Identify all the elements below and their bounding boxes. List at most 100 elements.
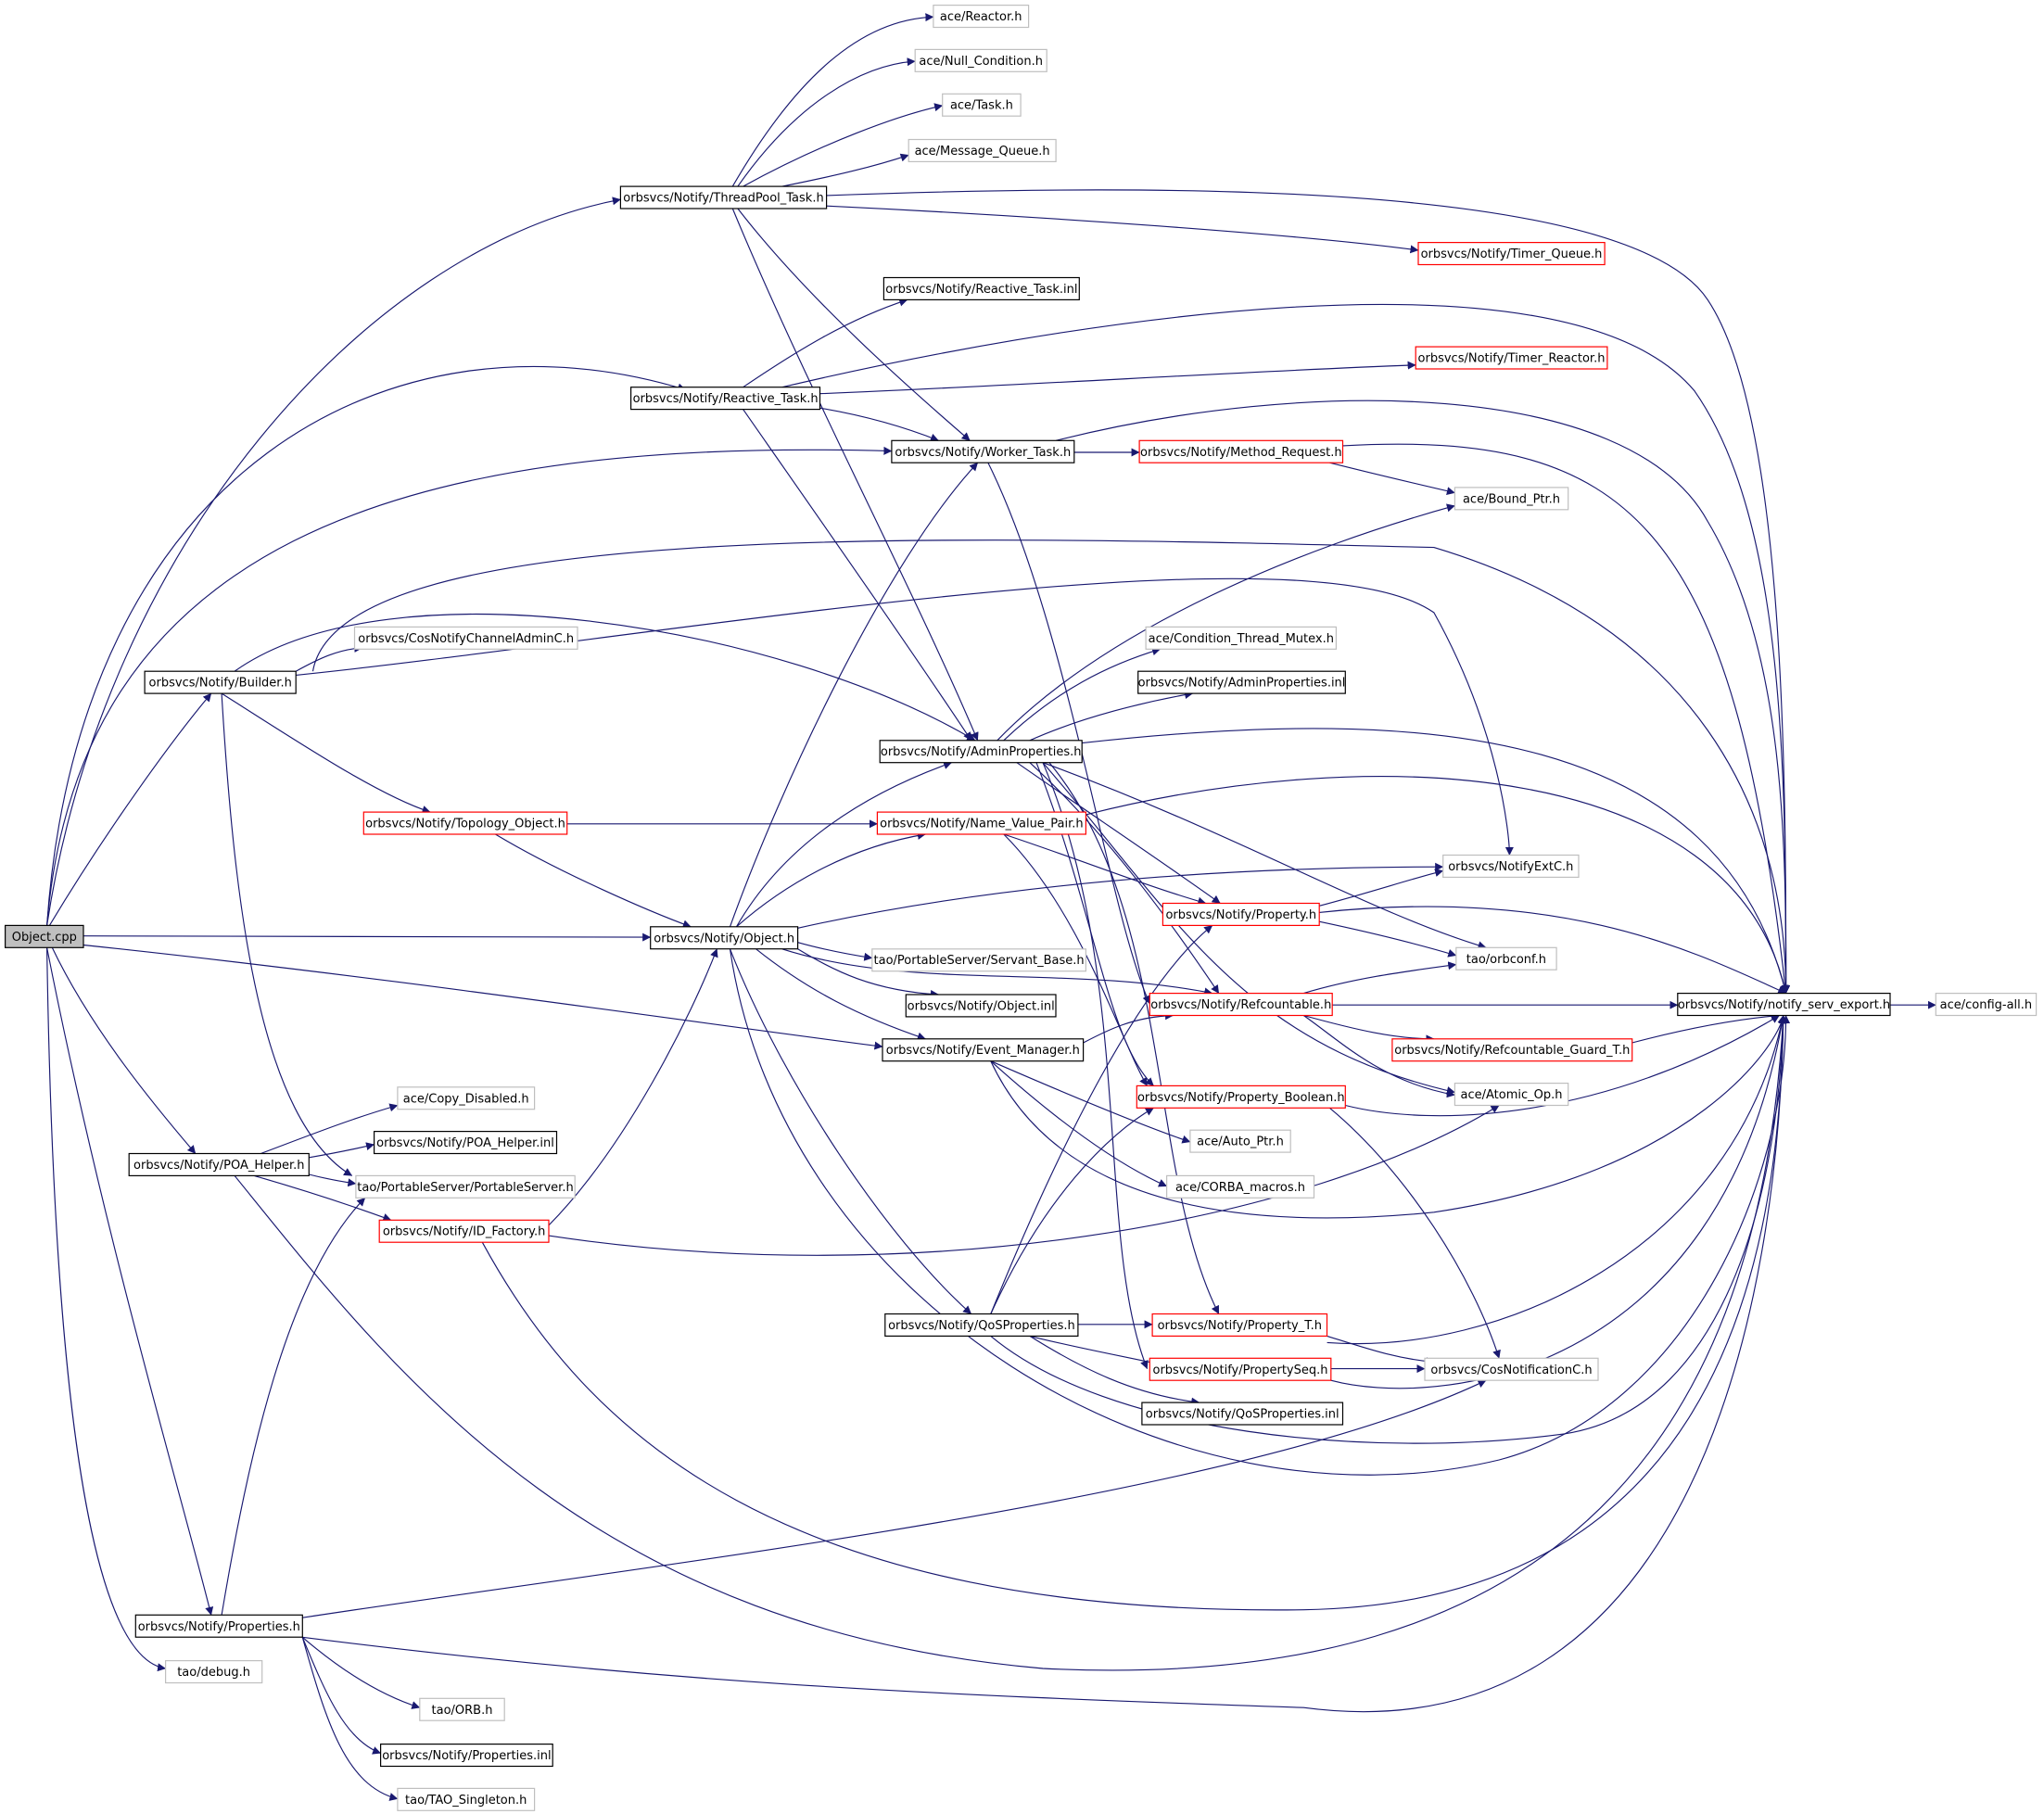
edge-builder_h-to-portableserver_h [221,693,353,1176]
node-box [908,138,1057,162]
edge-arrow [301,1637,382,1755]
edge-arrow [301,1636,421,1709]
node-poa-helper-h[interactable]: orbsvcs/Notify/POA_Helper.h [128,1152,310,1176]
edge-arrow [302,1379,1487,1618]
node-label: ace/Auto_Ptr.h [1197,1135,1284,1149]
node-refcountable-guard-t-h[interactable]: orbsvcs/Notify/Refcountable_Guard_T.h [1391,1038,1633,1062]
node-box [942,93,1022,117]
node-name-value-pair-h[interactable]: orbsvcs/Notify/Name_Value_Pair.h [876,811,1087,835]
node-label: orbsvcs/Notify/Method_Request.h [1140,446,1342,460]
node-cosnotifychanneladminc-h: orbsvcs/CosNotifyChannelAdminC.h [353,626,578,650]
node-propertyseq-h[interactable]: orbsvcs/Notify/PropertySeq.h [1149,1357,1332,1381]
edge-id_factory_h-to-object_h [548,948,718,1226]
node-label: orbsvcs/Notify/QoSProperties.h [888,1319,1075,1333]
edge-arrow [819,361,1416,395]
node-label: ace/Atomic_Op.h [1461,1088,1563,1102]
node-reactive-task-h[interactable]: orbsvcs/Notify/Reactive_Task.h [629,387,821,411]
edge-arrow [46,197,621,926]
node-worker-task-h[interactable]: orbsvcs/Notify/Worker_Task.h [891,439,1075,463]
edge-object_h-to-name_value_pair_h [736,831,926,928]
node-config-all-h: ace/config-all.h [1935,992,2038,1017]
edge-builder_h-to-notify_serv_export_h [311,539,1791,995]
node-threadpool-task-h[interactable]: orbsvcs/Notify/ThreadPool_Task.h [619,185,828,209]
node-notify-serv-export-h[interactable]: orbsvcs/Notify/notify_serv_export.h [1677,992,1891,1017]
node-adminproperties-inl[interactable]: orbsvcs/Notify/AdminProperties.inl [1137,670,1346,694]
node-method-request-h[interactable]: orbsvcs/Notify/Method_Request.h [1138,439,1344,463]
edge-arrow [309,1142,375,1159]
node-object-cpp[interactable]: Object.cpp [4,924,84,948]
node-property-h[interactable]: orbsvcs/Notify/Property.h [1162,902,1320,926]
edge-arrow [311,539,1791,995]
edge-arrow [1329,462,1455,496]
edge-arrow [990,924,1213,1314]
node-reactive-task-inl[interactable]: orbsvcs/Notify/Reactive_Task.inl [882,276,1080,300]
node-event-manager-h[interactable]: orbsvcs/Notify/Event_Manager.h [882,1038,1085,1062]
node-qosproperties-h[interactable]: orbsvcs/Notify/QoSProperties.h [884,1313,1079,1337]
node-id-factory-h[interactable]: orbsvcs/Notify/ID_Factory.h [378,1219,550,1243]
node-property-t-h[interactable]: orbsvcs/Notify/Property_T.h [1151,1313,1328,1337]
node-label: orbsvcs/Notify/AdminProperties.inl [1138,677,1346,691]
edge-poa_helper_h-to-notify_serv_export_h [234,1015,1787,1671]
node-box [629,387,821,411]
node-message-queue-h: ace/Message_Queue.h [908,138,1057,162]
node-box [914,48,1047,72]
node-box [165,1659,263,1684]
node-label: orbsvcs/Notify/Reactive_Task.inl [885,283,1077,297]
node-auto-ptr-h: ace/Auto_Ptr.h [1189,1129,1291,1153]
edge-arrow [797,942,873,961]
edge-id_factory_h-to-notify_serv_export_h [481,1015,1788,1611]
node-object-inl[interactable]: orbsvcs/Notify/Object.inl [905,994,1057,1018]
edge-threadpool_task_h-to-worker_task_h [737,208,971,441]
node-label: tao/PortableServer/PortableServer.h [357,1181,573,1195]
edge-object_h-to-servant_base_h [797,942,873,961]
node-box [397,1787,536,1811]
node-qosproperties-inl[interactable]: orbsvcs/Notify/QoSProperties.inl [1141,1402,1344,1426]
edge-worker_task_h-to-refcountable_h [987,462,1150,1005]
node-refcountable-h[interactable]: orbsvcs/Notify/Refcountable.h [1149,992,1333,1017]
node-box [1424,1357,1599,1381]
edge-arrow [221,692,431,814]
node-label: orbsvcs/CosNotifyChannelAdminC.h [358,632,574,646]
edge-arrow [46,947,214,1616]
node-bound-ptr-h: ace/Bound_Ptr.h [1454,487,1569,511]
edge-properties_h-to-tao_singleton_h [301,1637,399,1801]
edge-threadpool_task_h-to-adminproperties_h [731,208,979,742]
edge-properties_h-to-orb_h [301,1636,421,1709]
node-properties-inl[interactable]: orbsvcs/Notify/Properties.inl [380,1743,553,1768]
node-box [1677,992,1891,1017]
edge-arrow [1330,1015,1786,1389]
node-label: orbsvcs/Notify/Reactive_Task.h [633,392,819,406]
node-box [1417,242,1606,266]
edge-arrow [1327,1335,1435,1366]
node-adminproperties-h[interactable]: orbsvcs/Notify/AdminProperties.h [879,740,1083,764]
edge-arrow [1318,920,1457,958]
node-label: ace/Null_Condition.h [919,55,1043,69]
node-box [374,1130,558,1155]
node-box [933,4,1030,29]
edge-refcountable_h-to-atomic_op_h [1302,1015,1455,1098]
edge-arrow [1003,833,1207,906]
node-box [650,926,799,950]
node-properties-h[interactable]: orbsvcs/Notify/Properties.h [134,1614,303,1638]
edge-arrow [1003,647,1162,742]
edge-property_h-to-notifyextc_h [1318,869,1444,907]
edge-arrow [234,1015,1787,1671]
edge-object_cpp-to-event_manager_h [83,944,883,1050]
node-timer-reactor-h[interactable]: orbsvcs/Notify/Timer_Reactor.h [1415,346,1608,370]
edge-arrow [826,189,1791,995]
node-box [882,1038,1085,1062]
node-box [1151,1313,1328,1337]
edge-object_h-to-worker_task_h [729,462,979,927]
node-box [1165,1174,1315,1199]
node-box [1442,854,1580,878]
edge-arrow [1303,1014,1435,1044]
edge-arrow [46,947,167,1672]
node-object-h[interactable]: orbsvcs/Notify/Object.h [650,926,799,950]
node-poa-helper-inl[interactable]: orbsvcs/Notify/POA_Helper.inl [374,1130,558,1155]
node-property-boolean-h[interactable]: orbsvcs/Notify/Property_Boolean.h [1136,1085,1346,1109]
node-builder-h[interactable]: orbsvcs/Notify/Builder.h [144,670,297,694]
edge-arrow [48,692,212,926]
node-timer-queue-h[interactable]: orbsvcs/Notify/Timer_Queue.h [1417,242,1606,266]
node-topology-object-h[interactable]: orbsvcs/Notify/Topology_Object.h [362,811,568,835]
edge-arrow [51,947,197,1154]
